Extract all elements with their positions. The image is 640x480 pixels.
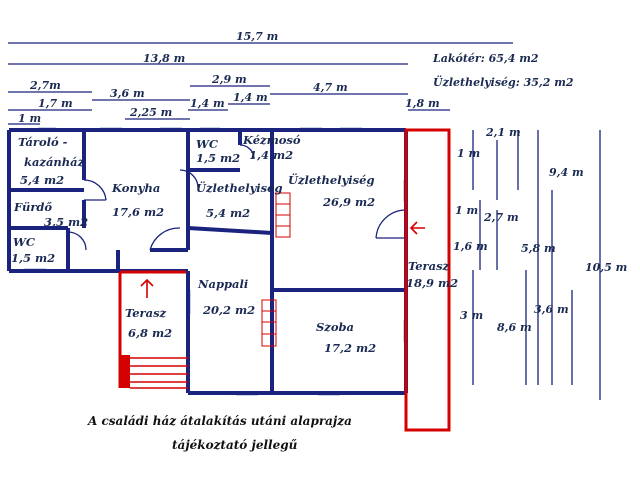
room-uzlet-small: Üzlethelyiség [196,181,283,195]
dim-3-6: 3,6 m [110,87,145,100]
room-wc1-area: 1,5 m2 [196,151,240,165]
dim-1-6: 1,6 m [453,240,488,253]
stairs [261,192,291,347]
dim-10-5: 10,5 m [585,261,627,274]
dim-1-b: 1 m [455,204,478,217]
room-terasz-right-area: 18,9 m2 [406,276,458,290]
living-area: Lakótér: 65,4 m2 [432,52,539,65]
dim-3-6-r: 3,6 m [534,303,569,316]
dim-1-4-a: 1,4 m [190,97,225,110]
room-szoba-area: 17,2 m2 [324,341,376,355]
room-konyha: Konyha [111,181,160,195]
room-uzlet-small-area: 5,4 m2 [206,206,250,220]
room-labels: Tároló - kazánház 5,4 m2 WC 1,5 m2 Kézmo… [11,133,458,355]
dim-9-4: 9,4 m [549,166,584,179]
room-kezmoso: Kézmosó [242,133,301,147]
caption-line1: A családi ház átalakítás utáni alaprajza [87,414,352,428]
room-konyha-area: 17,6 m2 [112,205,164,219]
entry-arrows [140,221,425,298]
room-terasz-right: Terasz [408,259,450,273]
room-nappali-area: 20,2 m2 [202,303,255,317]
dim-1-8: 1,8 m [405,97,440,110]
commercial-area: Üzlethelyiség: 35,2 m2 [433,75,574,89]
room-wc2-area: 1,5 m2 [11,251,55,265]
room-terasz-left-area: 6,8 m2 [128,326,172,340]
room-uzlet-big: Üzlethelyiség [288,173,375,187]
dim-13-8: 13,8 m [143,52,185,65]
dim-2-7-r: 2,7 m [483,211,519,224]
room-kezmoso-area: 1,4 m2 [249,148,293,162]
top-dimension-lines [8,42,513,125]
room-wc2: WC [13,235,36,249]
terrace-left-steps [130,357,188,389]
room-szoba: Szoba [316,320,354,334]
doors [67,144,407,251]
dim-2-1: 2,1 m [485,126,521,139]
top-dimension-labels: 15,7 m 13,8 m 2,7m 2,9 m 3,6 m 4,7 m 1,7… [18,30,440,125]
dim-5-8: 5,8 m [521,242,556,255]
room-taroló: Tároló - [18,135,68,149]
terrace-left-step-block [120,355,130,388]
caption-line2: tájékoztató jellegű [172,438,298,452]
room-furdo: Fürdő [13,200,52,214]
room-taroló-area: 5,4 m2 [20,173,64,187]
room-furdo-area: 3,5 m2 [44,215,88,229]
room-terasz-left: Terasz [125,306,167,320]
room-nappali: Nappali [197,277,248,291]
dim-4-7: 4,7 m [313,81,348,94]
room-wc1: WC [196,137,219,151]
dim-3: 3 m [460,309,483,322]
room-uzlet-big-area: 26,9 m2 [322,195,375,209]
dim-2-9: 2,9 m [211,73,247,86]
dim-1: 1 m [18,112,41,125]
terrace-right [404,128,451,432]
dim-15-7: 15,7 m [236,30,278,43]
dim-2-7: 2,7m [29,79,61,92]
entry-arrow-right-icon [409,221,425,235]
right-dimension-lines [472,130,601,400]
dim-8-6: 8,6 m [497,321,532,334]
room-kazanhaz: kazánház [24,155,85,169]
right-dimension-labels: 2,1 m 1 m 9,4 m 1 m 2,7 m 1,6 m 5,8 m 10… [453,126,627,334]
dim-1-a: 1 m [457,147,480,160]
dim-2-25: 2,25 m [129,106,172,119]
entry-arrow-left-icon [140,278,154,298]
dim-1-7: 1,7 m [38,97,73,110]
dim-1-4-b: 1,4 m [233,91,268,104]
